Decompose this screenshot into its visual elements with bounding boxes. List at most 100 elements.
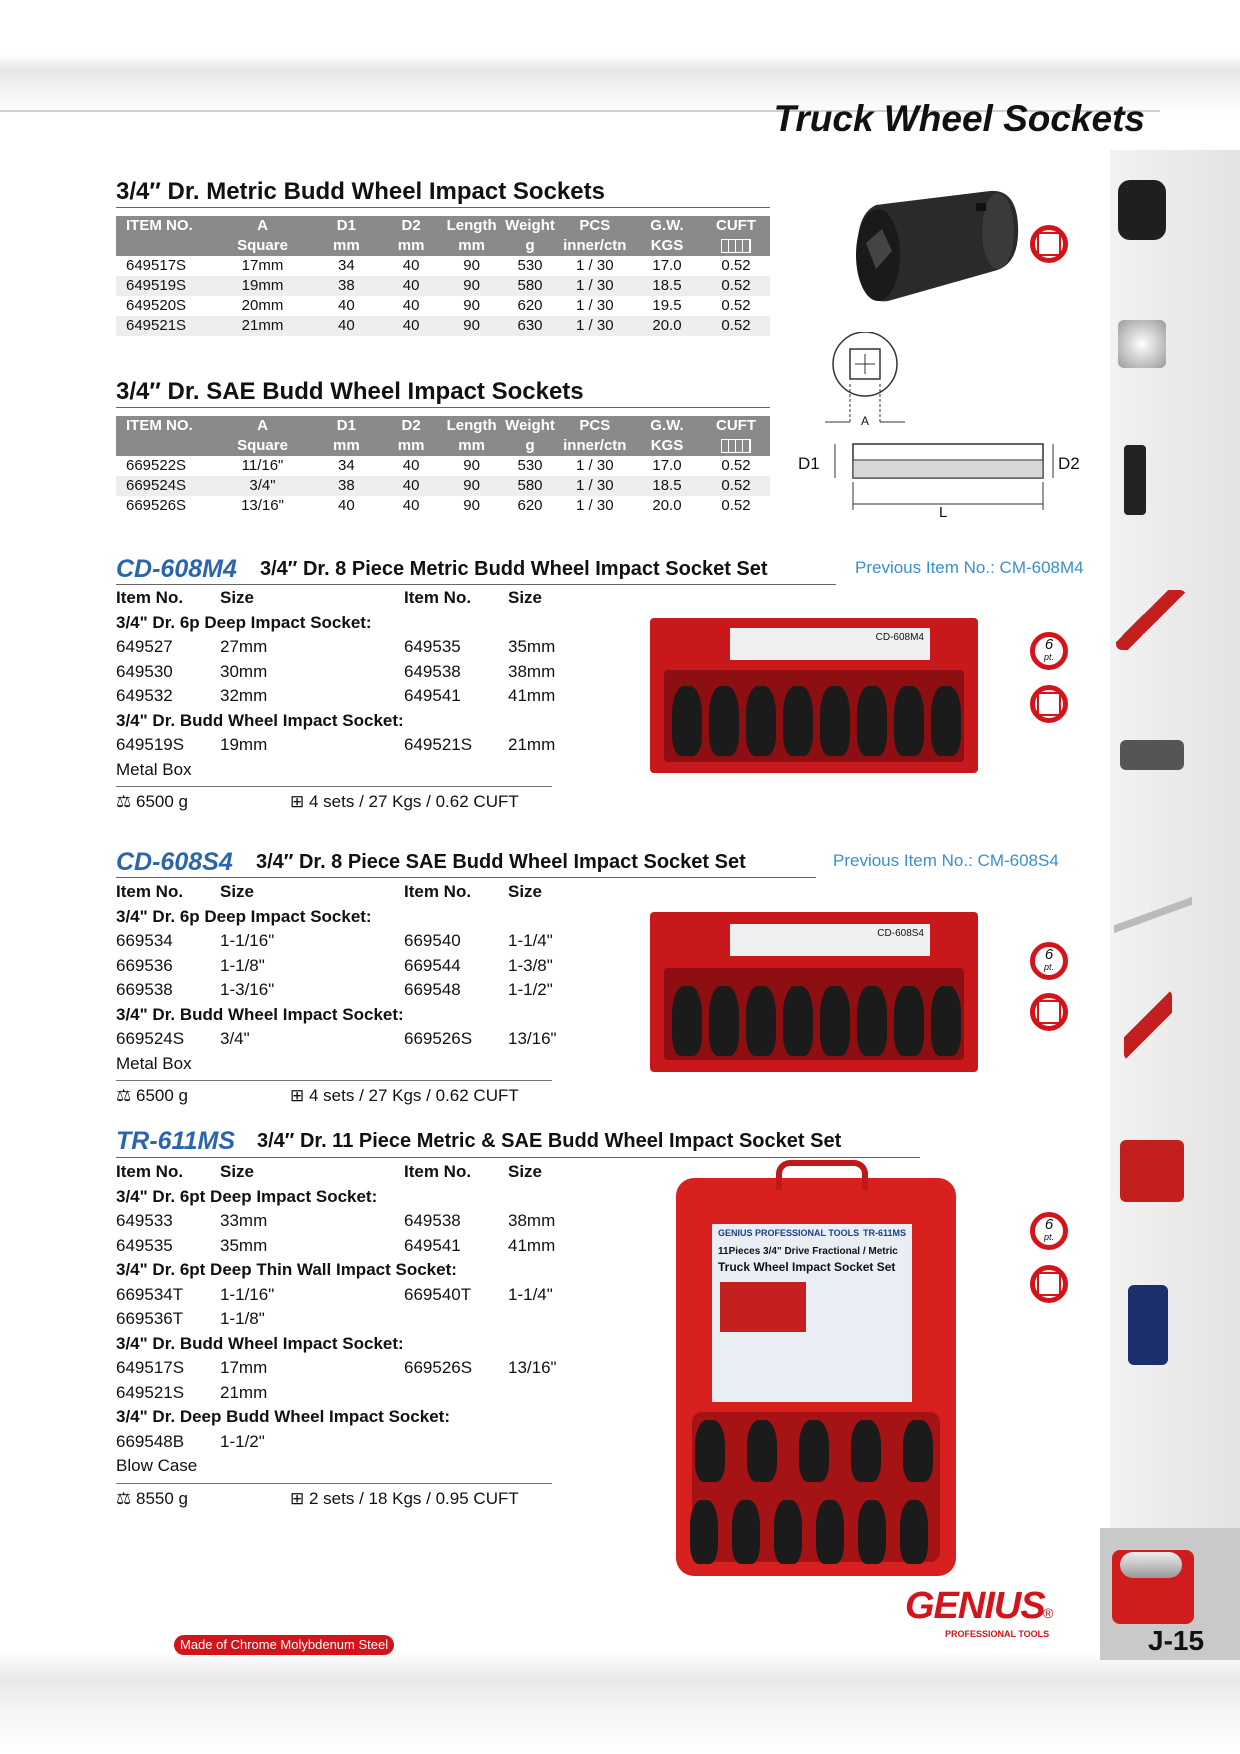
item-size: 21mm — [508, 735, 556, 754]
socket-group-heading: 3/4" Dr. Budd Wheel Impact Socket: — [116, 710, 404, 730]
socket-photo — [774, 1500, 802, 1564]
table-header-cell: mm — [440, 236, 503, 256]
socket-photo — [799, 1420, 829, 1482]
pt-text: pt. — [1043, 1232, 1054, 1242]
item-number: 669536 — [116, 955, 173, 975]
previous-item-no: Previous Item No.: CM-608S4 — [833, 851, 1059, 870]
table-header-cell: D1 — [311, 216, 382, 236]
box-label-model: CD-608M4 — [875, 632, 924, 643]
header-size: Size — [508, 588, 543, 607]
table-header-cell: Weight — [502, 216, 558, 236]
table-header-cell: mm — [381, 236, 441, 256]
item-size: 1-1/4" — [508, 1284, 553, 1304]
carton-icon: ⊞ — [290, 792, 305, 811]
table-header-cell: g — [502, 236, 558, 256]
item-number: 669524S — [116, 1029, 185, 1048]
table-cell: 17.0 — [652, 257, 682, 274]
logo-wordmark: GENIUS — [905, 1585, 1046, 1627]
scale-icon: ⚖ — [116, 792, 132, 811]
socket-photo — [783, 986, 813, 1056]
pliers-thumb-icon[interactable] — [1124, 990, 1172, 1060]
table-header-cell: mm — [440, 436, 503, 456]
set-packing: ⊞ 2 sets / 18 Kgs / 0.95 CUFT — [290, 1487, 519, 1511]
table-header-cell: ITEM NO. — [116, 416, 214, 436]
socket-dimension-diagram: A D1 D2 L — [795, 331, 1080, 522]
table-header-cell: Weight — [502, 416, 558, 436]
square-drive-mark-icon — [1030, 1265, 1068, 1303]
header-item-no: Item No. — [404, 1162, 472, 1181]
header-size: Size — [220, 882, 255, 901]
table-cell: 649519S — [116, 276, 214, 296]
header-size: Size — [508, 1162, 543, 1181]
box-label: CD-608S4 — [730, 924, 930, 956]
table-cell: 620 — [517, 497, 543, 514]
case-brand-text: GENIUS PROFESSIONAL TOOLS — [718, 1228, 860, 1238]
table-cell: 40 — [381, 276, 441, 296]
socket-group-heading: 3/4" Dr. Budd Wheel Impact Socket: — [116, 1333, 404, 1353]
set-weight: ⚖ 8550 g — [116, 1487, 188, 1511]
header-item-no: Item No. — [404, 882, 472, 901]
blow-case-photo: GENIUS PROFESSIONAL TOOLS TR-611MS 11Pie… — [676, 1160, 956, 1576]
cuft-box-icon — [702, 236, 770, 256]
header-item-no: Item No. — [116, 1162, 184, 1181]
socket-photo — [690, 1500, 718, 1564]
six-text: 6 — [1044, 946, 1054, 963]
packaging-type: Metal Box — [116, 759, 192, 779]
top-band — [0, 0, 1240, 118]
socket-photo — [931, 986, 961, 1056]
item-size: 41mm — [508, 1235, 556, 1255]
table-header-cell: D2 — [381, 416, 441, 436]
weight-value: 8550 g — [135, 1489, 188, 1508]
bit-socket-thumb-icon[interactable] — [1124, 445, 1146, 515]
tool-cabinet-thumb-icon[interactable] — [1120, 1140, 1184, 1202]
item-size: 1-3/8" — [508, 955, 553, 975]
item-number: 649538 — [404, 1211, 461, 1230]
case-line1-text: 11Pieces 3/4" Drive Fractional / Metric — [718, 1246, 898, 1257]
case-model-text: TR-611MS — [862, 1228, 906, 1238]
item-number: 669544 — [404, 955, 461, 975]
material-note-badge: Made of Chrome Molybdenum Steel — [174, 1635, 395, 1655]
previous-item-no: Previous Item No.: CM-608M4 — [855, 558, 1084, 577]
item-number: 649535 — [404, 637, 461, 656]
table-cell: 0.52 — [721, 457, 751, 474]
item-size: 30mm — [220, 661, 268, 681]
socket-group-heading: 3/4" Dr. 6p Deep Impact Socket: — [116, 906, 372, 926]
item-number: 649538 — [404, 661, 461, 681]
header-size: Size — [220, 588, 255, 607]
socket-photo — [695, 1420, 725, 1482]
packaging-type: Blow Case — [116, 1456, 198, 1475]
item-number: 669540 — [404, 931, 461, 950]
chrome-socket-thumb-icon[interactable] — [1118, 320, 1166, 368]
socket-group-heading: 3/4" Dr. 6pt Deep Impact Socket: — [116, 1186, 378, 1206]
registered-mark: ® — [1043, 1605, 1054, 1621]
wrench-thumb-icon[interactable] — [1114, 890, 1192, 940]
magnetic-tray-icon[interactable] — [1120, 1552, 1182, 1578]
item-number: 669526S — [404, 1358, 473, 1377]
item-size: 1-1/16" — [220, 1284, 275, 1304]
table-cell: 3/4" — [213, 476, 312, 496]
table-header-cell: PCS — [557, 216, 632, 236]
table-cell: 40 — [381, 476, 441, 496]
table-header-cell: Square — [213, 436, 312, 456]
table-cell: 649521S — [116, 316, 214, 336]
table-cell: 0.52 — [721, 497, 751, 514]
bottom-band — [0, 1650, 1240, 1754]
socket-photo — [672, 986, 702, 1056]
item-number: 649532 — [116, 686, 173, 705]
screwdriver-thumb-icon[interactable] — [1116, 590, 1186, 650]
table-cell: 90 — [440, 316, 503, 336]
socket-thumb-icon[interactable] — [1118, 180, 1166, 240]
table-cell: 17mm — [241, 257, 284, 274]
display-board-thumb-icon[interactable] — [1128, 1285, 1168, 1365]
item-number: 669540T — [404, 1284, 472, 1304]
impact-wrench-thumb-icon[interactable] — [1120, 740, 1184, 770]
scale-icon: ⚖ — [116, 1489, 132, 1508]
table-cell: 40 — [402, 457, 420, 474]
set-title: 3/4″ Dr. 8 Piece Metric Budd Wheel Impac… — [260, 558, 768, 580]
table-cell: 620 — [517, 297, 543, 314]
